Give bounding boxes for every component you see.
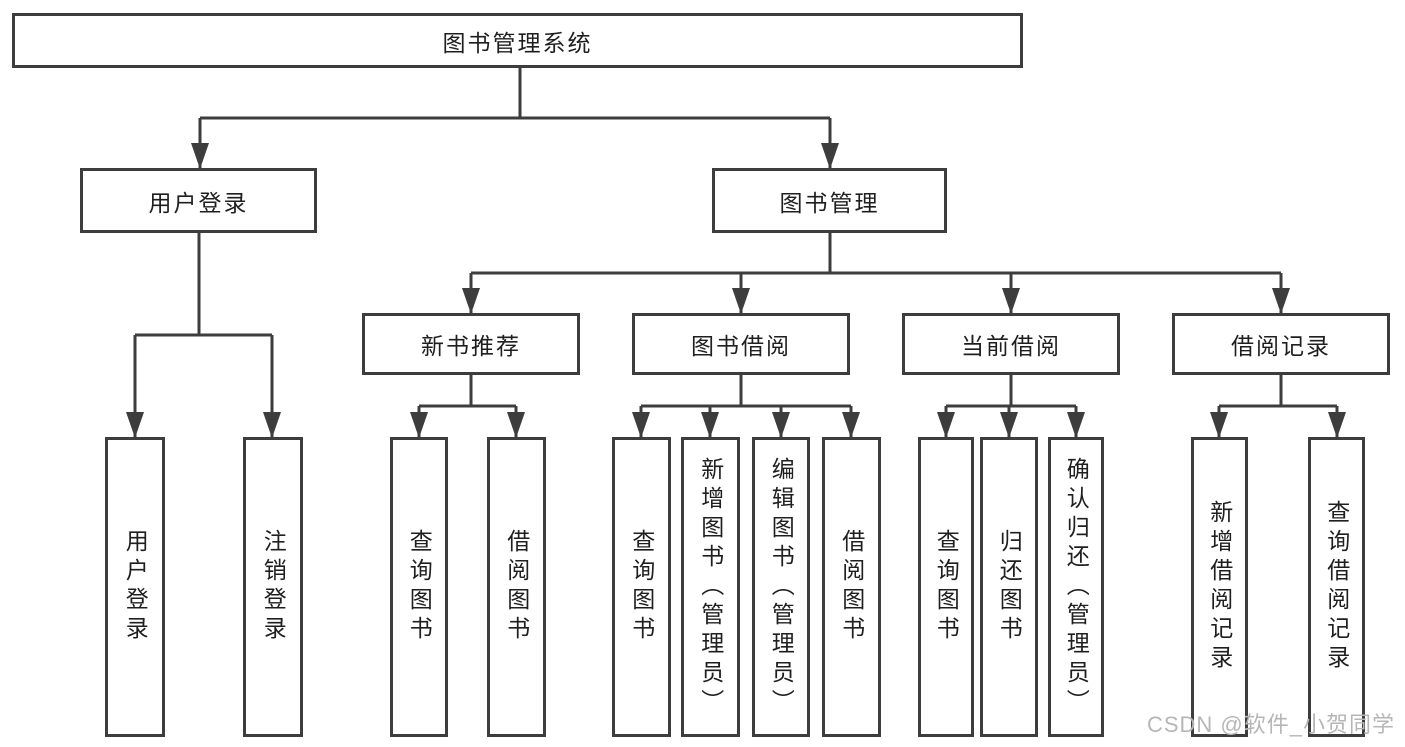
- arrow-down-icon: [632, 412, 650, 438]
- node-label: 编辑图书（管理员）: [768, 456, 795, 718]
- node-label: 当前借阅: [961, 333, 1061, 359]
- arrow-down-icon: [821, 143, 839, 169]
- leaf-borrowing-edit-books-admin: 编辑图书（管理员）: [752, 437, 810, 737]
- arrow-down-icon: [191, 143, 209, 169]
- connector-path: [133, 233, 274, 439]
- node-borrowing-records: 借阅记录: [1172, 313, 1390, 375]
- leaf-current-query-books: 查询图书: [918, 437, 974, 737]
- leaf-current-return-books: 归还图书: [980, 437, 1038, 737]
- arrow-down-icon: [1328, 412, 1346, 438]
- node-label: 注销登录: [260, 529, 287, 645]
- node-label: 新增借阅记录: [1206, 500, 1233, 674]
- arrowheads: [126, 143, 1346, 438]
- leaf-logout: 注销登录: [243, 437, 303, 737]
- leaf-borrowing-query-books: 查询图书: [612, 437, 671, 737]
- node-label: 确认归还（管理员）: [1063, 456, 1090, 718]
- arrow-down-icon: [263, 412, 281, 438]
- arrow-down-icon: [732, 288, 750, 314]
- leaf-records-query-record: 查询借阅记录: [1308, 437, 1365, 737]
- arrow-down-icon: [772, 412, 790, 438]
- node-label: 图书管理系统: [442, 29, 593, 56]
- node-label: 借阅图书: [838, 529, 865, 645]
- arrow-down-icon: [1067, 412, 1085, 438]
- leaf-recommend-query-books: 查询图书: [390, 437, 448, 737]
- node-label: 归还图书: [996, 529, 1023, 645]
- arrow-down-icon: [937, 412, 955, 438]
- node-label: 用户登录: [122, 529, 149, 645]
- leaf-user-login: 用户登录: [105, 437, 165, 737]
- connector-path: [1217, 375, 1339, 439]
- arrow-down-icon: [410, 412, 428, 438]
- arrow-down-icon: [126, 412, 144, 438]
- arrow-down-icon: [1000, 412, 1018, 438]
- arrow-down-icon: [701, 412, 719, 438]
- node-new-book-recommend: 新书推荐: [362, 313, 580, 375]
- node-book-borrowing: 图书借阅: [632, 313, 850, 375]
- node-library-management-system: 图书管理系统: [12, 13, 1023, 68]
- leaf-borrowing-add-books-admin: 新增图书（管理员）: [681, 437, 740, 737]
- connector-path: [417, 375, 518, 439]
- node-label: 新书推荐: [421, 333, 521, 359]
- node-book-management: 图书管理: [712, 168, 947, 233]
- node-label: 新增图书（管理员）: [697, 456, 724, 718]
- arrow-down-icon: [1272, 288, 1290, 314]
- node-label: 用户登录: [148, 189, 249, 216]
- arrow-down-icon: [842, 412, 860, 438]
- connector-paths: [133, 68, 1339, 439]
- arrow-down-icon: [1002, 288, 1020, 314]
- node-label: 查询图书: [628, 529, 655, 645]
- connector-path: [639, 375, 853, 439]
- connector-path: [469, 233, 1283, 315]
- leaf-borrowing-borrow-books: 借阅图书: [822, 437, 881, 737]
- leaf-recommend-borrow-books: 借阅图书: [487, 437, 546, 737]
- node-label: 查询图书: [406, 529, 433, 645]
- node-current-borrowing: 当前借阅: [902, 313, 1120, 375]
- node-label: 借阅图书: [503, 529, 530, 645]
- leaf-current-confirm-return-admin: 确认归还（管理员）: [1048, 437, 1104, 737]
- node-label: 查询借阅记录: [1323, 500, 1350, 674]
- arrow-down-icon: [462, 288, 480, 314]
- leaf-records-add-record: 新增借阅记录: [1191, 437, 1248, 737]
- watermark: CSDN @软件_小贺同学: [1146, 712, 1395, 737]
- connector-path: [198, 68, 832, 170]
- node-label: 图书借阅: [691, 333, 791, 359]
- node-user-login: 用户登录: [80, 168, 317, 233]
- arrow-down-icon: [507, 412, 525, 438]
- node-label: 借阅记录: [1231, 333, 1331, 359]
- node-label: 图书管理: [779, 189, 880, 216]
- node-label: 查询图书: [933, 529, 960, 645]
- arrow-down-icon: [1210, 412, 1228, 438]
